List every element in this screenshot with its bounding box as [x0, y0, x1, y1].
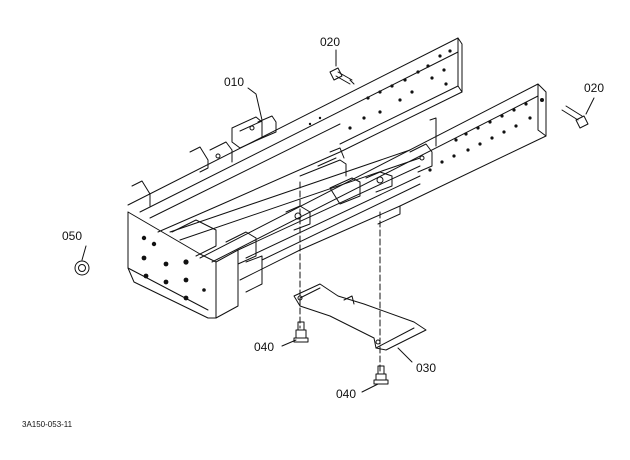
- callout-020-top: 020: [320, 35, 341, 49]
- leader-lines: [81, 49, 595, 393]
- left-frame-rail: [127, 37, 463, 233]
- callout-040-bottom: 040: [336, 387, 357, 401]
- diagram-code: 3A150-053-11: [22, 420, 73, 429]
- callout-050: 050: [62, 229, 83, 243]
- bolt-020-right: [561, 105, 589, 129]
- bolt-040-mid: [293, 321, 309, 343]
- alignment-lines: [299, 181, 381, 373]
- callout-010: 010: [224, 75, 245, 89]
- bolt-040-bottom: [373, 365, 389, 385]
- center-members: [169, 147, 421, 261]
- front-cross-member: [127, 211, 263, 319]
- under-cover-plate: [293, 283, 427, 351]
- callout-040-mid: 040: [254, 340, 275, 354]
- callout-020-right: 020: [584, 81, 605, 95]
- callout-030: 030: [416, 361, 437, 375]
- nut-050: [74, 260, 90, 276]
- bolt-020-top: [329, 67, 355, 85]
- right-frame-rail: [199, 83, 547, 281]
